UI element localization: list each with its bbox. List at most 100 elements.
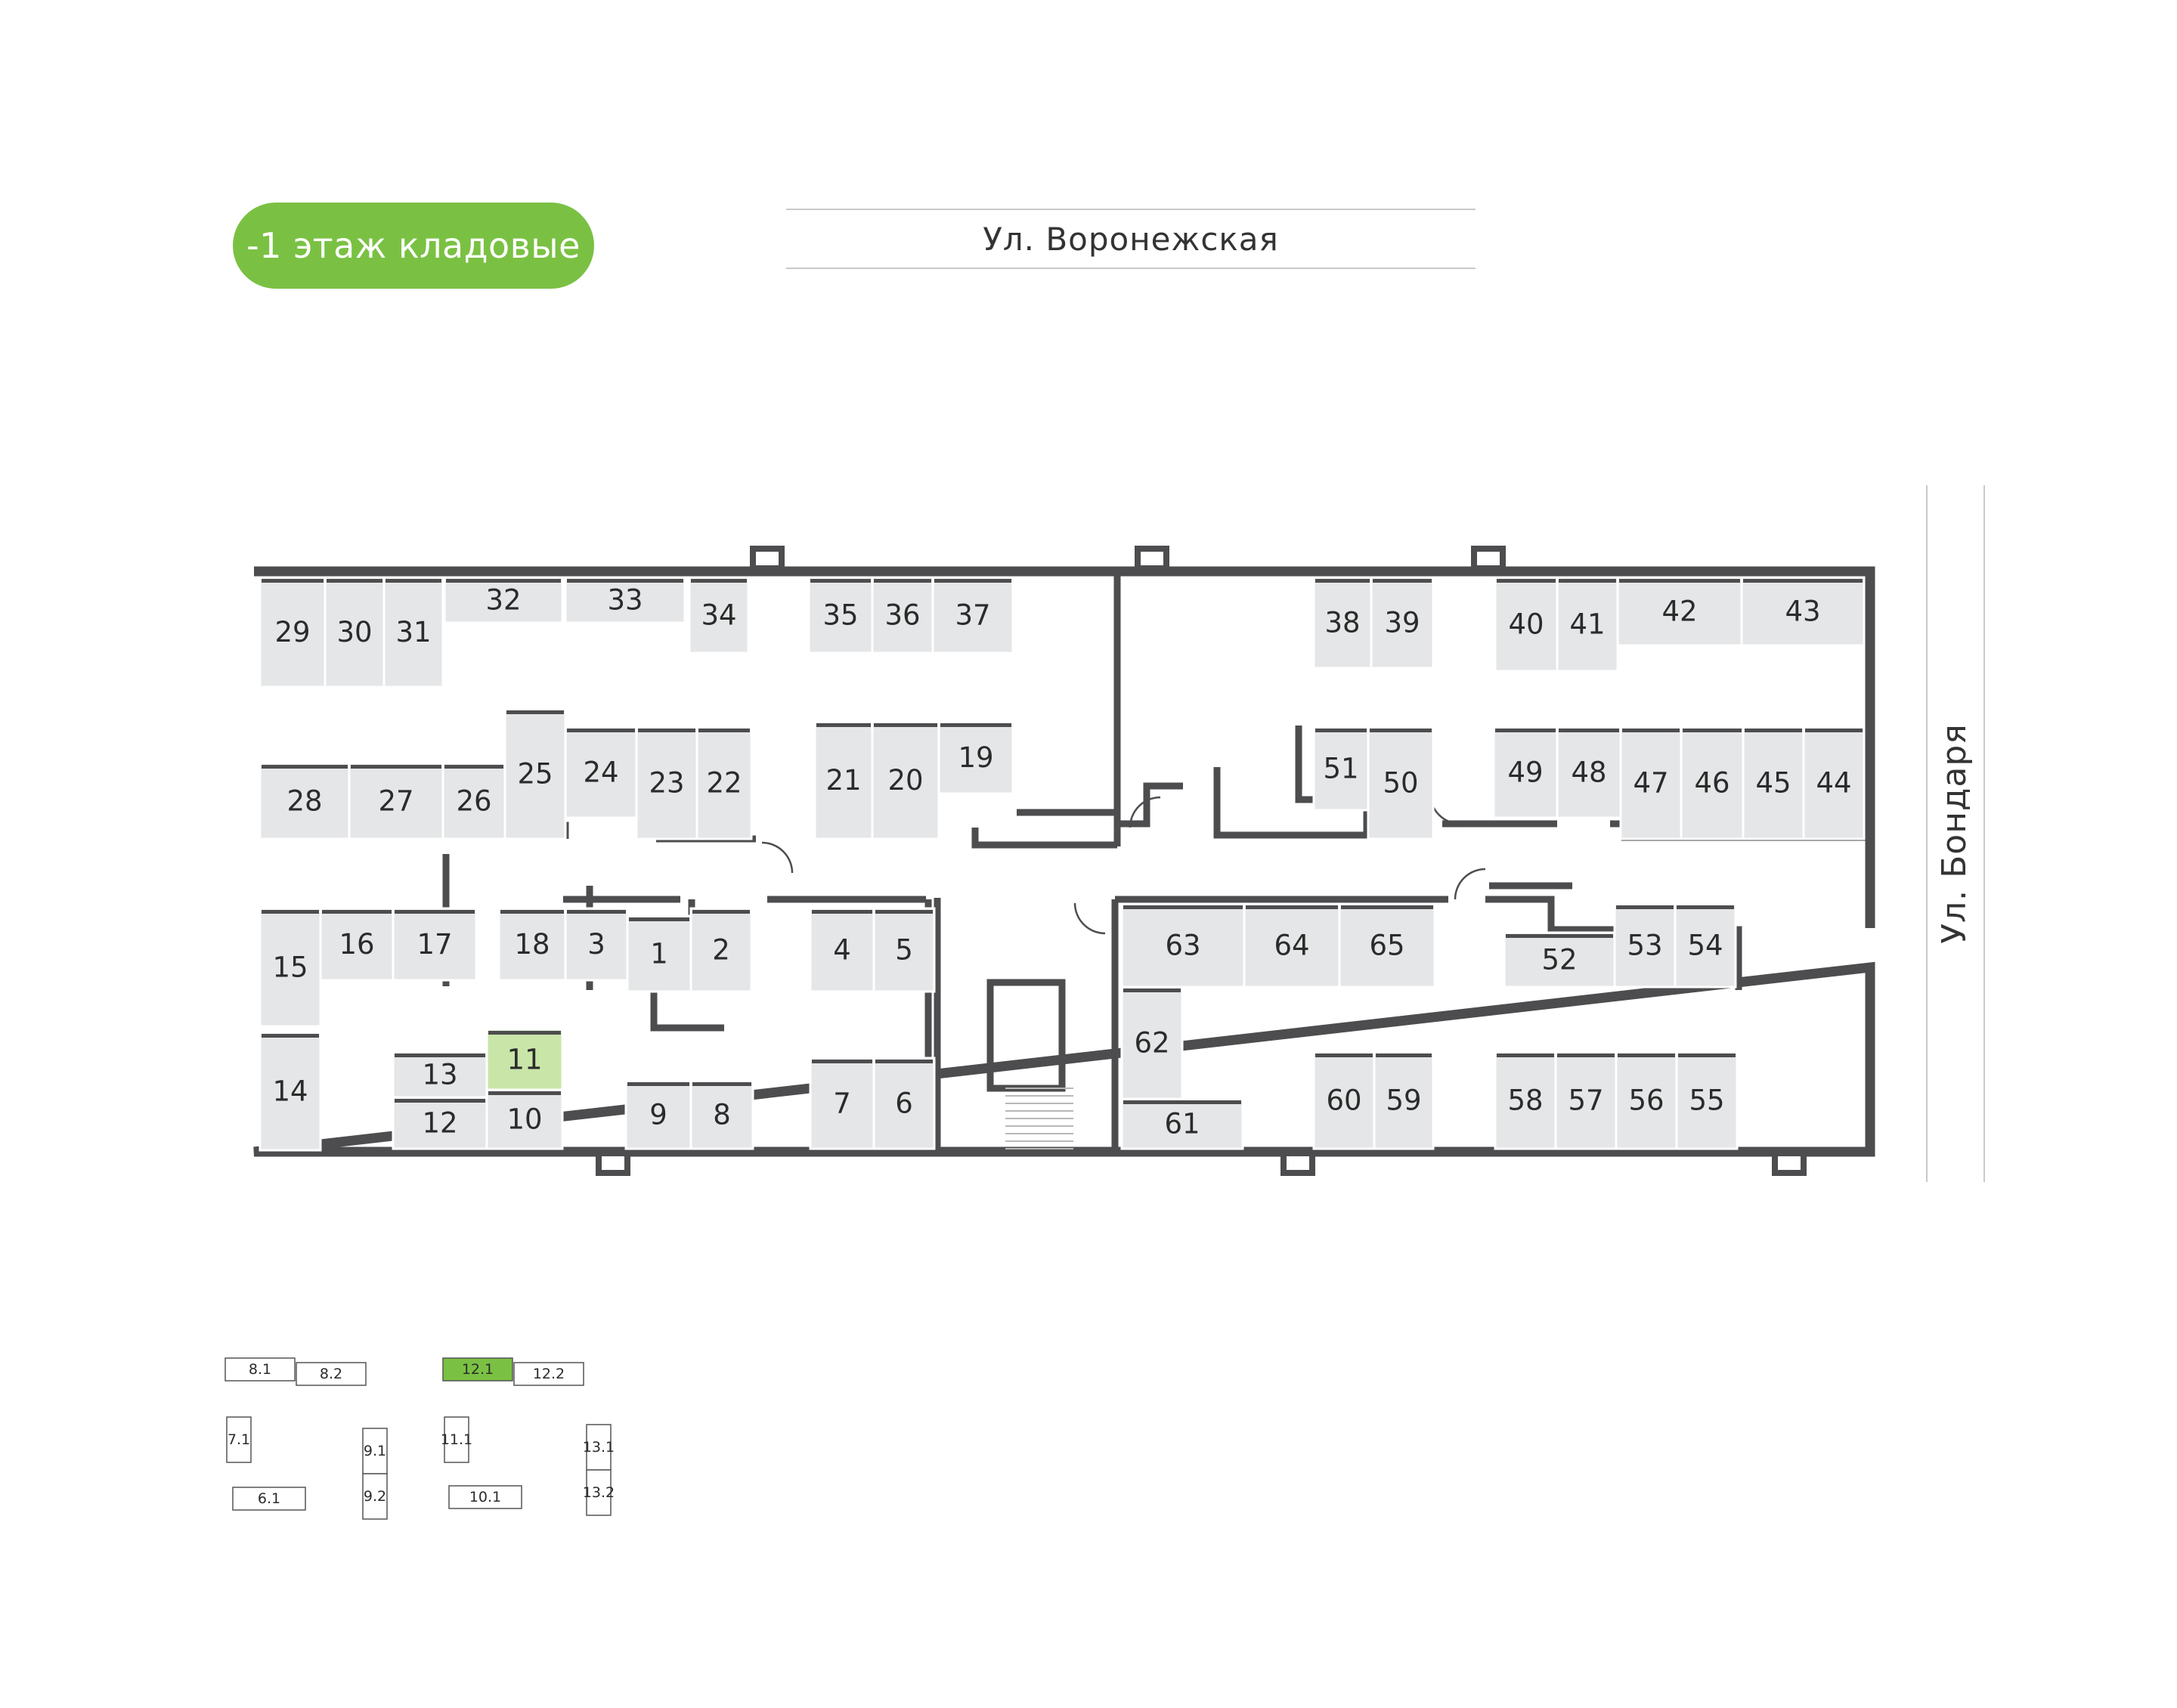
storage-unit-label: 41 [1569,608,1605,641]
storage-unit-9[interactable] [624,1079,692,1150]
section-9-1[interactable] [362,1428,388,1474]
storage-unit-40[interactable] [1494,576,1559,673]
storage-unit-5[interactable] [872,907,936,993]
section-8-1[interactable] [225,1357,296,1382]
storage-unit-56[interactable] [1615,1050,1678,1150]
storage-unit-50[interactable] [1367,726,1435,840]
storage-unit-48[interactable] [1556,726,1622,819]
unit-wall-cap [262,579,324,583]
street-lines-right [1926,485,1985,1182]
storage-unit-54[interactable] [1674,902,1737,989]
unit-wall-cap [691,579,747,583]
storage-unit-62[interactable] [1120,986,1184,1100]
storage-unit-20[interactable] [871,720,940,840]
storage-unit-33[interactable] [564,576,686,624]
storage-unit-49[interactable] [1492,726,1559,819]
storage-unit-label: 2 [712,934,730,967]
storage-unit-22[interactable] [695,726,753,840]
unit-wall-cap [1616,905,1674,909]
unit-wall-cap [812,1060,872,1063]
storage-unit-16[interactable] [319,907,395,982]
unit-wall-cap [322,910,392,914]
section-11-1[interactable] [444,1416,469,1463]
section-6-1[interactable] [232,1487,306,1511]
section-10-1[interactable] [448,1485,522,1509]
wall-segment [1485,896,1742,990]
storage-unit-47[interactable] [1619,726,1683,840]
storage-unit-label: 24 [583,757,618,789]
storage-unit-65[interactable] [1338,902,1436,989]
storage-unit-45[interactable] [1742,726,1805,840]
storage-unit-11[interactable] [485,1028,564,1091]
storage-unit-3[interactable] [564,907,629,982]
storage-unit-4[interactable] [809,907,875,993]
storage-unit-59[interactable] [1373,1050,1435,1150]
storage-unit-27[interactable] [348,762,444,840]
storage-unit-26[interactable] [441,762,506,840]
storage-unit-42[interactable] [1616,576,1743,647]
storage-unit-57[interactable] [1554,1050,1618,1150]
storage-unit-53[interactable] [1613,902,1677,989]
section-9-2[interactable] [362,1473,388,1520]
section-7-1[interactable] [226,1416,252,1463]
storage-unit-64[interactable] [1243,902,1341,989]
unit-wall-cap [692,1082,751,1086]
storage-unit-36[interactable] [871,576,934,654]
window-bump [1772,1150,1807,1176]
storage-unit-13[interactable] [392,1050,488,1099]
storage-unit-34[interactable] [688,576,750,654]
storage-unit-30[interactable] [324,576,386,688]
unit-wall-cap [395,910,475,914]
storage-unit-label: 48 [1571,757,1606,789]
storage-unit-2[interactable] [689,907,753,993]
storage-unit-63[interactable] [1120,902,1246,989]
section-13-1[interactable] [586,1424,612,1471]
storage-unit-label: 5 [895,934,913,967]
unit-wall-cap [1370,729,1432,732]
section-8-2[interactable] [296,1362,367,1386]
window-bump [1280,1150,1315,1176]
unit-wall-cap [874,579,931,583]
storage-unit-7[interactable] [809,1057,875,1150]
storage-unit-label: 59 [1386,1085,1421,1117]
storage-unit-19[interactable] [937,720,1014,795]
storage-unit-32[interactable] [443,576,564,624]
unit-wall-cap [351,765,441,769]
unit-wall-cap [444,765,503,769]
storage-unit-29[interactable] [259,576,327,688]
storage-unit-label: 29 [274,616,310,648]
section-12-1[interactable] [442,1357,513,1382]
storage-unit-label: 16 [339,928,374,961]
storage-unit-46[interactable] [1680,726,1745,840]
storage-unit-21[interactable] [813,720,874,840]
section-12-2[interactable] [513,1362,584,1386]
storage-unit-14[interactable] [259,1031,322,1152]
unit-wall-cap [1805,729,1863,732]
storage-unit-41[interactable] [1556,576,1619,673]
floor-badge[interactable]: -1 этаж кладовые [233,203,594,289]
storage-unit-61[interactable] [1120,1097,1244,1150]
storage-unit-17[interactable] [392,907,478,982]
storage-unit-18[interactable] [497,907,567,982]
storage-unit-23[interactable] [635,726,698,840]
unit-wall-cap [567,579,683,583]
section-13-2[interactable] [586,1469,612,1516]
storage-unit-25[interactable] [503,707,567,840]
storage-unit-6[interactable] [872,1057,936,1150]
storage-unit-37[interactable] [931,576,1014,654]
unit-wall-cap [810,579,871,583]
storage-unit-43[interactable] [1740,576,1866,647]
storage-unit-15[interactable] [259,907,322,1028]
storage-unit-39[interactable] [1370,576,1435,670]
storage-unit-1[interactable] [626,914,692,993]
unit-wall-cap [629,917,689,921]
storage-unit-31[interactable] [382,576,444,688]
storage-unit-58[interactable] [1494,1050,1557,1150]
storage-unit-8[interactable] [689,1079,754,1150]
storage-unit-28[interactable] [259,762,351,840]
unit-wall-cap [1123,905,1243,909]
storage-unit-60[interactable] [1312,1050,1376,1150]
storage-unit-51[interactable] [1312,726,1370,812]
unit-wall-cap [567,910,626,914]
